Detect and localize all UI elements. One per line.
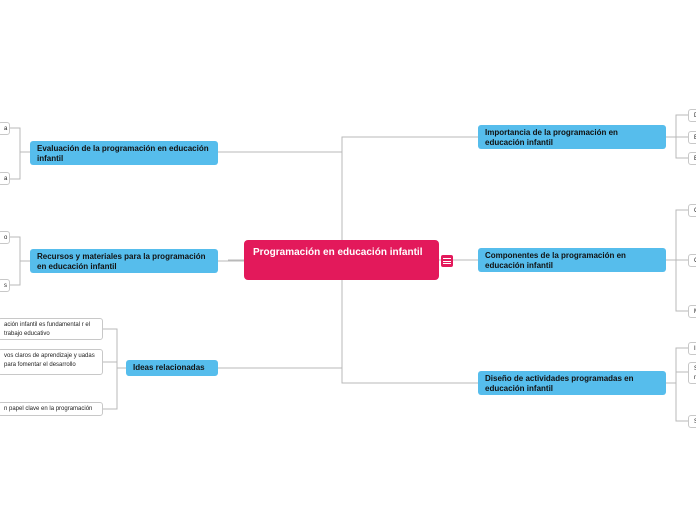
topic-label: Importancia de la programación en educac… <box>485 128 618 147</box>
topic-importancia[interactable]: Importancia de la programación en educac… <box>478 125 666 149</box>
topic-label: Evaluación de la programación en educaci… <box>37 144 209 163</box>
idea-item[interactable]: ación infantil es fundamental r el traba… <box>0 318 103 340</box>
subtopic-item[interactable]: s <box>0 279 10 292</box>
idea-item[interactable]: vos claros de aprendizaje y uadas para f… <box>0 349 103 375</box>
subtopic-item[interactable]: a <box>0 122 10 135</box>
subtopic-item[interactable]: B <box>688 152 696 165</box>
subtopic-item[interactable]: C <box>688 254 696 267</box>
topic-label: Ideas relacionadas <box>133 363 205 372</box>
subtopic-item[interactable]: a <box>0 172 10 185</box>
subtopic-item[interactable]: M <box>688 305 696 318</box>
topic-componentes[interactable]: Componentes de la programación en educac… <box>478 248 666 272</box>
notes-icon[interactable] <box>441 255 453 267</box>
subtopic-item[interactable]: o <box>0 231 10 244</box>
idea-item[interactable]: n papel clave en la programación <box>0 402 103 416</box>
topic-label: Recursos y materiales para la programaci… <box>37 252 206 271</box>
topic-diseno-actividades[interactable]: Diseño de actividades programadas en edu… <box>478 371 666 395</box>
subtopic-item[interactable]: S <box>688 415 696 428</box>
subtopic-item[interactable]: O <box>688 204 696 217</box>
subtopic-item[interactable]: B <box>688 131 696 144</box>
topic-ideas-relacionadas[interactable]: Ideas relacionadas <box>126 360 218 376</box>
central-topic[interactable]: Programación en educación infantil <box>244 240 439 280</box>
subtopic-item[interactable]: I <box>688 342 696 355</box>
subtopic-item[interactable]: D <box>688 109 696 122</box>
subtopic-item[interactable]: S n <box>688 362 696 384</box>
central-topic-label: Programación en educación infantil <box>253 247 423 258</box>
topic-label: Componentes de la programación en educac… <box>485 251 626 270</box>
topic-recursos[interactable]: Recursos y materiales para la programaci… <box>30 249 218 273</box>
topic-evaluacion[interactable]: Evaluación de la programación en educaci… <box>30 141 218 165</box>
topic-label: Diseño de actividades programadas en edu… <box>485 374 634 393</box>
